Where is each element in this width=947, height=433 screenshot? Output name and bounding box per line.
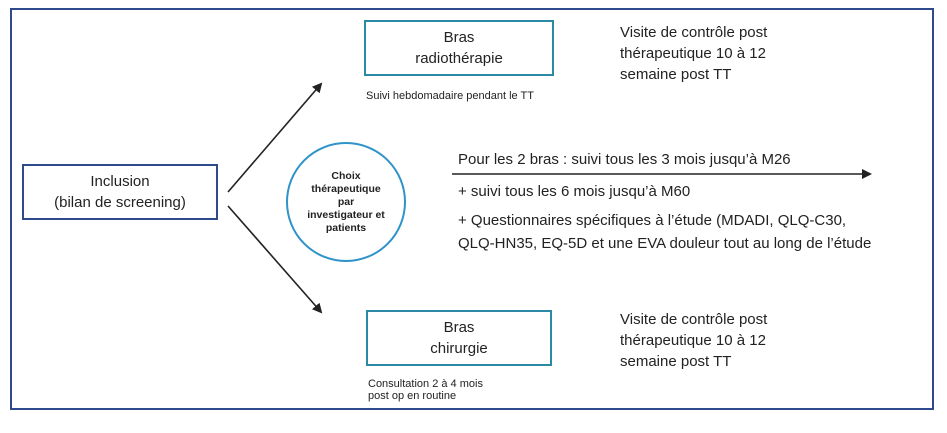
visit-line: semaine post TT bbox=[620, 66, 732, 83]
surgery-visit-text: Visite de contrôle post thérapeutique 10… bbox=[620, 309, 767, 372]
arrow-to-radiotherapy bbox=[227, 82, 323, 193]
visit-line: Visite de contrôle post bbox=[620, 24, 768, 41]
inclusion-sublabel: (bilan de screening) bbox=[54, 194, 186, 211]
radiotherapy-note: Suivi hebdomadaire pendant le TT bbox=[366, 90, 534, 102]
choice-line: investigateur et bbox=[307, 208, 385, 221]
choice-line: Choix bbox=[331, 169, 361, 182]
surgery-arm-sublabel: chirurgie bbox=[430, 340, 488, 357]
followup-line-4: QLQ-HN35, EQ-5D et une EVA douleur tout … bbox=[458, 235, 872, 252]
therapeutic-choice-text: Choix thérapeutique par investigateur et… bbox=[296, 170, 396, 235]
visit-line: thérapeutique 10 à 12 bbox=[620, 332, 766, 349]
choice-line: patients bbox=[325, 221, 367, 234]
radiotherapy-arm-box: Bras radiothérapie bbox=[364, 20, 554, 76]
followup-line-3: + Questionnaires spécifiques à l’étude (… bbox=[458, 212, 847, 229]
visit-line: semaine post TT bbox=[620, 353, 732, 370]
arrow-to-surgery bbox=[227, 205, 323, 314]
visit-line: Visite de contrôle post bbox=[620, 311, 768, 328]
surgery-arm-box: Bras chirurgie bbox=[366, 310, 552, 366]
inclusion-box: Inclusion (bilan de screening) bbox=[22, 164, 218, 220]
choice-line: par bbox=[337, 195, 355, 208]
radiotherapy-visit-text: Visite de contrôle post thérapeutique 10… bbox=[620, 22, 767, 85]
surgery-arm-label: Bras bbox=[443, 319, 475, 336]
surgery-note: Consultation 2 à 4 mois post op en routi… bbox=[368, 378, 483, 402]
surgery-note-line: Consultation 2 à 4 mois bbox=[368, 378, 483, 390]
radiotherapy-arm-label: Bras bbox=[443, 29, 475, 46]
inclusion-label: Inclusion bbox=[90, 173, 150, 190]
followup-line-2: + suivi tous les 6 mois jusqu’à M60 bbox=[458, 183, 691, 200]
surgery-note-line: post op en routine bbox=[368, 390, 457, 402]
diagram-frame bbox=[10, 8, 934, 410]
visit-line: thérapeutique 10 à 12 bbox=[620, 45, 766, 62]
choice-line: thérapeutique bbox=[311, 182, 381, 195]
radiotherapy-arm-sublabel: radiothérapie bbox=[415, 50, 503, 67]
followup-line-1: Pour les 2 bras : suivi tous les 3 mois … bbox=[458, 151, 791, 168]
therapeutic-choice-circle: Choix thérapeutique par investigateur et… bbox=[286, 142, 406, 262]
